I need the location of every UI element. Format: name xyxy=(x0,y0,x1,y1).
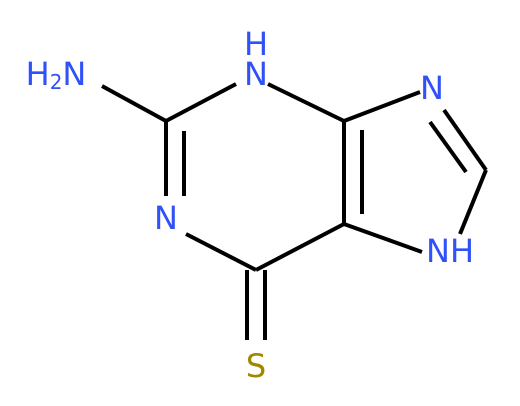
bonds xyxy=(101,82,488,340)
atoms: H2N H N N N NH S xyxy=(26,25,474,385)
bond-c6-n1 xyxy=(185,232,257,272)
bond-n9-c8 xyxy=(442,108,488,172)
atom-n3-h: H xyxy=(244,25,268,63)
atom-n9: N xyxy=(420,69,444,107)
atom-amino: H2N xyxy=(26,55,87,94)
atom-n3: N xyxy=(244,55,268,93)
atom-amino-h: H xyxy=(26,55,50,93)
bond-c8-n7 xyxy=(458,169,488,235)
bond-c2-n3 xyxy=(165,82,237,123)
bond-n9-c8-inner xyxy=(428,120,468,174)
atom-n1: N xyxy=(154,199,178,237)
bond-n3-c4 xyxy=(267,82,345,123)
atom-n7-h: NH xyxy=(426,232,474,270)
atom-amino-subscript: 2 xyxy=(50,70,63,94)
bond-c5-c6 xyxy=(255,222,345,272)
atom-amino-n: N xyxy=(62,55,86,93)
bond-n-amino-c2 xyxy=(101,84,167,123)
atom-sulfur: S xyxy=(246,347,266,385)
bond-c4-n9 xyxy=(343,90,421,123)
bond-n7-c5 xyxy=(343,222,423,254)
